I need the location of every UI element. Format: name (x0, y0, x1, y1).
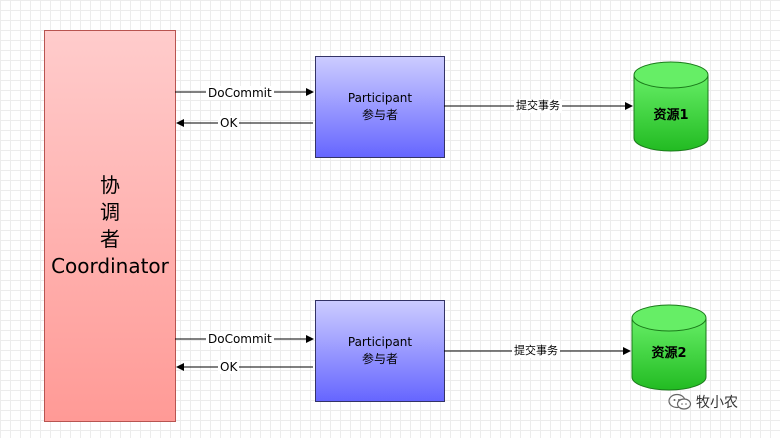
participant-label-cn: 参与者 (361, 108, 398, 122)
participant-box-1: Participant 参与者 (315, 56, 445, 158)
coordinator-label-line2: 调 (100, 200, 120, 224)
participant-box-2: Participant 参与者 (315, 300, 445, 402)
coordinator-box: 协 调 者 Coordinator (44, 30, 176, 422)
coordinator-label-line4: Coordinator (51, 254, 169, 278)
coordinator-label-line1: 协 (100, 173, 120, 197)
database-2: 资源2 (631, 304, 707, 391)
ok-label-1: OK (218, 116, 240, 130)
watermark: 牧小农 (668, 392, 738, 412)
commit-label-1: 提交事务 (514, 99, 562, 113)
database-2-label: 资源2 (651, 345, 686, 361)
participant-label-en: Participant (347, 335, 413, 349)
docommit-label-2: DoCommit (206, 332, 274, 346)
participant-label-cn: 参与者 (361, 352, 398, 366)
docommit-label-1: DoCommit (206, 86, 274, 100)
database-1-label: 资源1 (653, 107, 688, 123)
database-1: 资源1 (633, 61, 709, 152)
wechat-icon (668, 393, 692, 410)
commit-label-2: 提交事务 (512, 344, 560, 358)
ok-label-2: OK (218, 360, 240, 374)
watermark-text: 牧小农 (696, 395, 738, 411)
coordinator-label-line3: 者 (100, 227, 120, 251)
participant-label-en: Participant (347, 91, 413, 105)
